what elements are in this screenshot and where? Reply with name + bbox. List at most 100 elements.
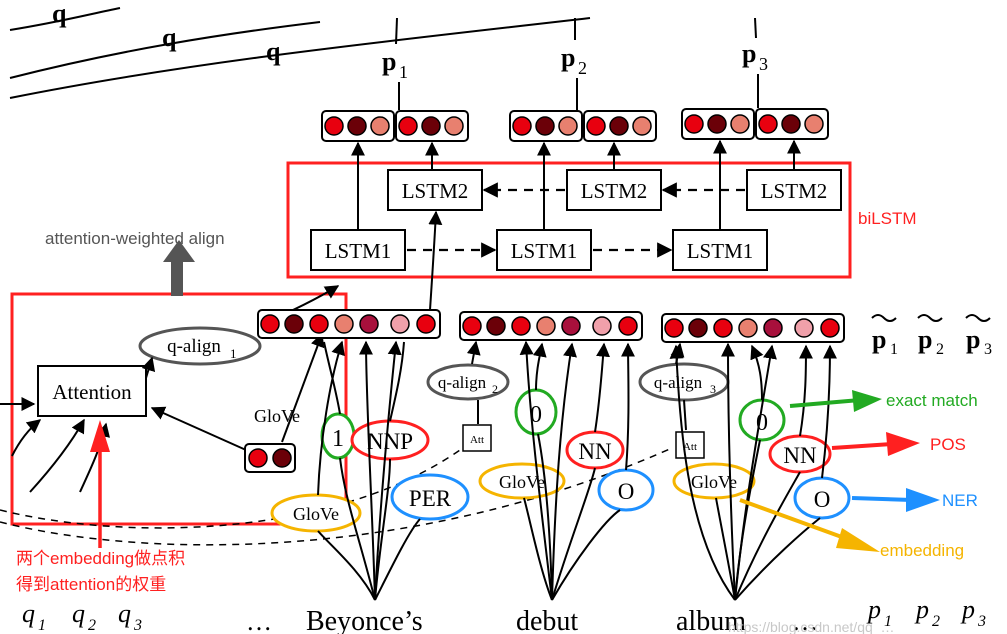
output-label-p1: p 1 xyxy=(382,47,408,82)
pos-1: NNP xyxy=(350,419,430,461)
recurrent-arrows xyxy=(407,182,745,258)
ner-2: O xyxy=(597,468,655,512)
output-vector-1 xyxy=(321,110,469,142)
lstm1-cell-2: LSTM1 xyxy=(496,229,592,271)
attention-node: Attention xyxy=(37,365,147,417)
ner-3: O xyxy=(793,476,851,520)
input-vector-1 xyxy=(257,309,441,339)
svg-text:q-align: q-align xyxy=(438,373,487,392)
legend-exact-match: exact match xyxy=(789,390,978,412)
bilstm-label: biLSTM xyxy=(858,209,917,228)
lstm2-cell-3: LSTM2 xyxy=(746,169,842,211)
bilstm-box xyxy=(286,161,852,279)
svg-text:p: p xyxy=(914,595,929,624)
query-tick-1 xyxy=(395,17,398,45)
svg-text:NNP: NNP xyxy=(367,429,413,454)
pos-2: NN xyxy=(565,430,625,470)
svg-text:1: 1 xyxy=(230,346,237,361)
lstm2-cell-2: LSTM2 xyxy=(566,169,662,211)
glove-3: GloVe xyxy=(672,462,756,500)
attention-weighted-align-label: attention-weighted align xyxy=(45,229,225,248)
svg-text:GloVe: GloVe xyxy=(691,472,737,492)
svg-text:3: 3 xyxy=(759,54,768,74)
annotation-line-1: 两个embedding做点积 xyxy=(16,549,185,568)
svg-text:1: 1 xyxy=(38,617,46,634)
svg-text:NN: NN xyxy=(578,439,612,464)
svg-text:Att: Att xyxy=(683,441,697,453)
input-to-lstm-arrows xyxy=(428,210,443,311)
att-box-3: Att xyxy=(675,431,705,459)
svg-text:PER: PER xyxy=(409,486,452,511)
bottom-p-tokens: p 1 p 2 p 3 xyxy=(866,595,986,630)
svg-text:p: p xyxy=(561,43,575,72)
exact-match-1: 1 xyxy=(320,412,356,460)
legend-ner: NER xyxy=(851,488,978,512)
svg-text:q: q xyxy=(72,599,85,628)
ner-1: PER xyxy=(390,473,470,521)
pos-3: NN xyxy=(768,434,832,474)
ptilde-labels: p 1 p 2 p 3 xyxy=(871,314,992,358)
svg-text:1: 1 xyxy=(890,341,898,358)
svg-text:3: 3 xyxy=(710,382,716,396)
query-label-mid: q xyxy=(162,23,177,52)
watermark: https://blog.csdn.net/qq_… xyxy=(728,619,895,634)
word-beyonces: Beyonce’s xyxy=(306,606,423,634)
attention-weighted-align-arrow-head xyxy=(163,240,195,262)
svg-text:2: 2 xyxy=(578,58,587,78)
svg-text:GloVe: GloVe xyxy=(293,504,339,524)
query-label-right: q xyxy=(266,37,281,66)
svg-text:1: 1 xyxy=(884,613,892,630)
attention-weighted-align-arrow-shaft xyxy=(171,258,183,296)
svg-text:LSTM2: LSTM2 xyxy=(402,179,469,203)
svg-text:LSTM2: LSTM2 xyxy=(761,179,828,203)
lstm2-cell-1: LSTM2 xyxy=(387,169,483,211)
svg-text:2: 2 xyxy=(936,341,944,358)
output-stems xyxy=(398,74,759,110)
exact-match-2: 0 xyxy=(514,388,558,436)
svg-text:q-align: q-align xyxy=(167,336,221,357)
input-vector-2 xyxy=(459,311,643,341)
query-label-top: q xyxy=(52,0,67,28)
q-align-2: q-align 2 xyxy=(426,363,510,401)
svg-text:p: p xyxy=(382,47,396,76)
svg-text:p: p xyxy=(872,325,886,354)
svg-text:exact match: exact match xyxy=(886,391,978,410)
svg-text:p: p xyxy=(866,595,881,624)
annotation-arrow-head xyxy=(90,420,110,452)
svg-text:O: O xyxy=(618,479,635,504)
word-fan-lines xyxy=(317,340,837,601)
svg-text:q: q xyxy=(22,599,35,628)
svg-text:2: 2 xyxy=(88,617,96,634)
svg-text:LSTM1: LSTM1 xyxy=(325,239,392,263)
glove-label-attention: GloVe xyxy=(254,406,300,426)
word-debut: debut xyxy=(516,606,578,634)
lstm1-cell-1: LSTM1 xyxy=(310,229,406,271)
svg-text:1: 1 xyxy=(332,426,344,452)
legend-pos: POS xyxy=(831,432,966,456)
q-align-1: q-align 1 xyxy=(138,326,262,366)
svg-text:3: 3 xyxy=(984,341,992,358)
svg-text:LSTM2: LSTM2 xyxy=(581,179,648,203)
ellipsis-left: … xyxy=(246,607,272,634)
glove-1: GloVe xyxy=(270,493,362,533)
svg-text:Attention: Attention xyxy=(52,380,132,404)
attention-glove-vector xyxy=(244,443,296,473)
svg-text:2: 2 xyxy=(492,382,498,396)
svg-text:POS: POS xyxy=(930,435,966,454)
svg-text:2: 2 xyxy=(932,613,940,630)
svg-text:Att: Att xyxy=(470,434,484,446)
svg-text:p: p xyxy=(742,39,756,68)
output-vector-2 xyxy=(509,110,657,142)
svg-text:1: 1 xyxy=(399,62,408,82)
svg-text:embedding: embedding xyxy=(880,541,964,560)
svg-text:3: 3 xyxy=(977,613,986,630)
glove-2: GloVe xyxy=(478,462,566,500)
att-box-2: Att xyxy=(462,424,492,452)
query-lines xyxy=(9,7,591,99)
input-vector-3 xyxy=(661,313,845,343)
svg-text:GloVe: GloVe xyxy=(499,472,545,492)
glove-to-input-arrow xyxy=(281,332,325,443)
annotation-line-2: 得到attention的权重 xyxy=(16,575,166,594)
svg-text:p: p xyxy=(960,595,975,624)
